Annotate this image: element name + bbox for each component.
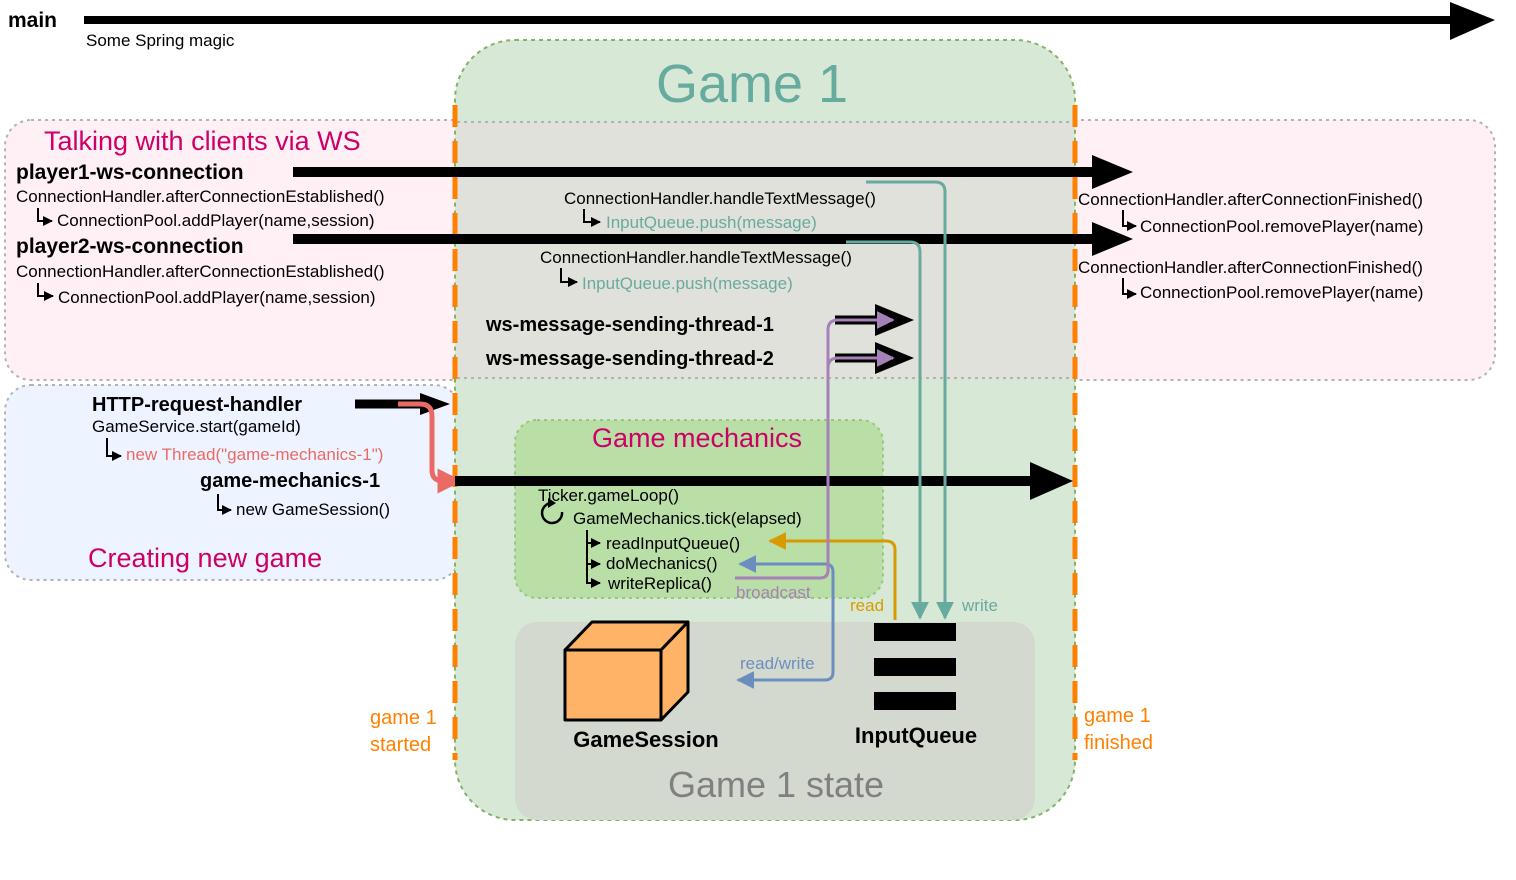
input-queue-icon <box>874 623 956 710</box>
main-note: Some Spring magic <box>86 31 235 50</box>
player2-handle: ConnectionHandler.handleTextMessage() <box>540 248 852 267</box>
game-finished-label: game 1 <box>1084 705 1151 727</box>
player1-add: ConnectionPool.addPlayer(name,session) <box>57 211 375 230</box>
mechanics-title: Game mechanics <box>592 423 802 453</box>
read-call: readInputQueue() <box>606 534 740 553</box>
state-title: Game 1 state <box>668 764 884 805</box>
readwrite-label: read/write <box>740 654 815 673</box>
do-call: doMechanics() <box>606 554 718 573</box>
loop-call: Ticker.gameLoop() <box>538 486 679 505</box>
player1-add-hook <box>37 208 53 226</box>
player1-remove: ConnectionPool.removePlayer(name) <box>1140 217 1423 236</box>
player1-remove-hook <box>1122 210 1137 231</box>
input-queue-label: InputQueue <box>855 723 977 748</box>
player2-remove: ConnectionPool.removePlayer(name) <box>1140 283 1423 302</box>
player1-established: ConnectionHandler.afterConnectionEstabli… <box>16 187 385 206</box>
game-started-label-2: started <box>370 734 431 756</box>
readwrite-arrow-up <box>738 555 835 578</box>
http-thread-label: HTTP-request-handler <box>92 394 302 416</box>
new-thread-call: new Thread("game-mechanics-1") <box>126 445 383 464</box>
read-label: read <box>850 596 884 615</box>
game-session-box-icon <box>563 620 690 722</box>
player1-thread-label: player1-ws-connection <box>16 161 244 184</box>
player1-push: InputQueue.push(message) <box>606 213 817 232</box>
start-call: GameService.start(gameId) <box>92 417 301 436</box>
ws-title: Talking with clients via WS <box>44 126 361 156</box>
readwrite-arrow-down <box>736 578 835 689</box>
player2-push-hook <box>560 268 578 287</box>
player2-thread-arrowhead <box>1092 222 1133 256</box>
loop-icon <box>540 498 564 525</box>
game-session-label: GameSession <box>573 727 719 752</box>
create-title: Creating new game <box>88 543 322 573</box>
write-call: writeReplica() <box>607 574 712 593</box>
new-thread-hook <box>106 438 122 461</box>
write-label: write <box>961 596 998 615</box>
mechanics-region <box>514 419 884 599</box>
game-finished-label-2: finished <box>1084 732 1153 754</box>
game-title: Game 1 <box>656 54 848 114</box>
create-region <box>4 384 461 581</box>
http-thread-arrowhead <box>420 393 450 415</box>
player2-push: InputQueue.push(message) <box>582 274 793 293</box>
player2-remove-hook <box>1122 278 1137 299</box>
player1-finished: ConnectionHandler.afterConnectionFinishe… <box>1078 190 1423 209</box>
push-arrow-player1 <box>866 180 954 620</box>
mech-thread-label: game-mechanics-1 <box>200 470 380 492</box>
mech-thread-arrowhead <box>1030 462 1073 500</box>
player2-established: ConnectionHandler.afterConnectionEstabli… <box>16 262 385 281</box>
sender2-label: ws-message-sending-thread-2 <box>485 348 774 370</box>
tick-call: GameMechanics.tick(elapsed) <box>573 509 802 528</box>
player1-thread-arrowhead <box>1092 155 1133 189</box>
write-hook <box>586 564 601 588</box>
new-session-call: new GameSession() <box>236 500 390 519</box>
player1-handle: ConnectionHandler.handleTextMessage() <box>564 189 876 208</box>
game-started-label: game 1 <box>370 707 437 729</box>
ws-game-overlap <box>457 122 1073 378</box>
broadcast-label: broadcast <box>736 583 811 602</box>
player2-add-hook <box>37 283 54 301</box>
player2-thread-label: player2-ws-connection <box>16 235 244 258</box>
player1-push-hook <box>583 209 601 227</box>
spawn-thread-arrow <box>398 401 463 494</box>
new-session-hook <box>217 494 232 515</box>
push-arrow-player2 <box>846 240 929 620</box>
player2-finished: ConnectionHandler.afterConnectionFinishe… <box>1078 258 1423 277</box>
broadcast-arrow-2 <box>826 349 895 420</box>
main-thread-arrowhead <box>1450 2 1495 40</box>
broadcast-arrow-1 <box>735 311 895 580</box>
main-label: main <box>8 9 57 32</box>
sender1-label: ws-message-sending-thread-1 <box>485 314 774 336</box>
player2-add: ConnectionPool.addPlayer(name,session) <box>58 288 376 307</box>
read-arrow <box>768 532 897 620</box>
